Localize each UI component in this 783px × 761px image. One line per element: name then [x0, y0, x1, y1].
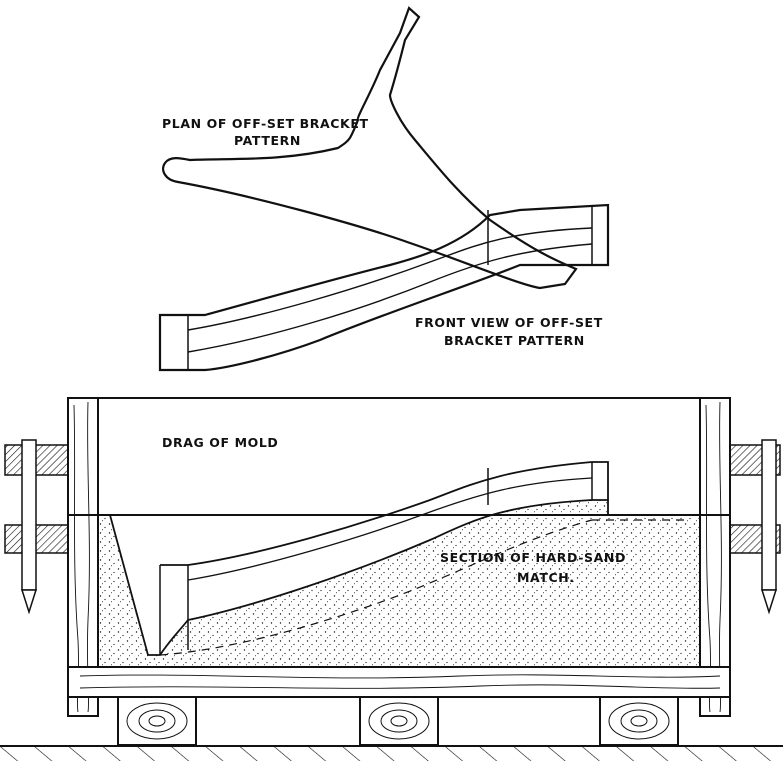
front-label-line2: BRACKET PATTERN	[444, 333, 585, 348]
section-label-line2: MATCH.	[517, 570, 575, 585]
bottom-board	[67, 666, 731, 698]
front-view-bracket	[158, 203, 610, 372]
plan-view-bracket	[162, 6, 578, 290]
plan-label-line1: PLAN OF OFF-SET BRACKET	[162, 116, 369, 131]
support-blocks	[117, 696, 679, 746]
drag-label: DRAG OF MOLD	[162, 435, 278, 450]
plan-label-line2: PATTERN	[234, 133, 301, 148]
section-label-line1: SECTION OF HARD-SAND	[440, 550, 626, 565]
floor	[0, 745, 783, 761]
hard-sand-match	[97, 461, 701, 668]
front-label-line1: FRONT VIEW OF OFF-SET	[415, 315, 603, 330]
